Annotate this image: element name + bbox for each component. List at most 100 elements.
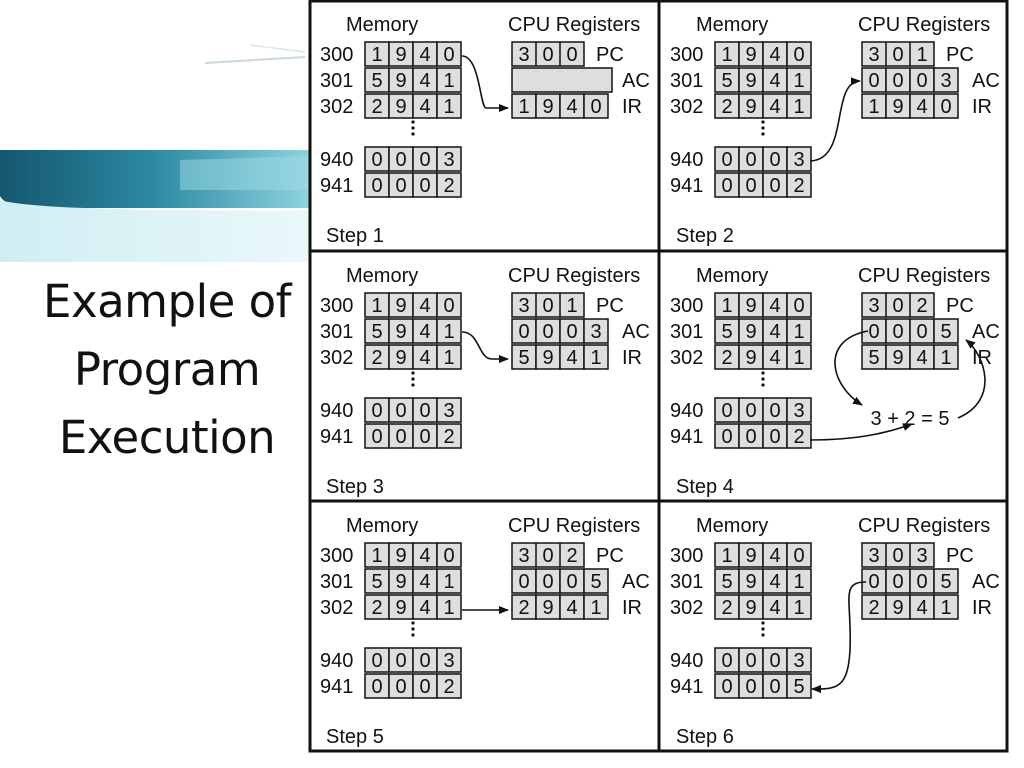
memory-word-cell xyxy=(714,542,740,568)
register-ac-cell xyxy=(909,67,935,93)
register-ir-digit: 9 xyxy=(542,347,553,369)
memory-word-cell xyxy=(762,318,788,344)
memory-word-cell xyxy=(436,146,462,172)
memory-word-digit: 3 xyxy=(443,400,454,422)
register-ir-cell xyxy=(861,93,887,119)
memory-word-cell xyxy=(412,542,438,568)
memory-address: 300 xyxy=(320,545,353,567)
register-label-ir: IR xyxy=(622,96,642,118)
register-ir-digit: 9 xyxy=(892,347,903,369)
register-ir-cell xyxy=(909,93,935,119)
memory-word-cell xyxy=(786,673,812,699)
memory-word-digit: 9 xyxy=(745,321,756,343)
memory-word-digit: 0 xyxy=(793,545,804,567)
memory-word-digit: 0 xyxy=(443,44,454,66)
memory-word-cell xyxy=(436,423,462,449)
memory-word-digit: 0 xyxy=(419,650,430,672)
ellipsis-dot xyxy=(761,633,765,637)
memory-address: 940 xyxy=(670,149,703,171)
memory-word-cell xyxy=(436,542,462,568)
memory-word-digit: 1 xyxy=(443,571,454,593)
memory-word-digit: 0 xyxy=(769,149,780,171)
memory-word-digit: 0 xyxy=(371,676,382,698)
memory-word-digit: 9 xyxy=(745,295,756,317)
register-ac-cell xyxy=(933,568,959,594)
memory-word-cell xyxy=(786,542,812,568)
memory-word-digit: 9 xyxy=(395,545,406,567)
register-ac-digit: 0 xyxy=(518,321,529,343)
register-ir-digit: 1 xyxy=(940,597,951,619)
memory-word-digit: 9 xyxy=(745,96,756,118)
arrow-step3-fetch xyxy=(461,331,509,363)
step-label: Step 1 xyxy=(326,225,384,247)
memory-word-cell xyxy=(762,673,788,699)
register-ir-digit: 4 xyxy=(566,347,577,369)
ellipsis-dot xyxy=(411,371,415,375)
ellipsis-dot xyxy=(761,383,765,387)
memory-word-cell xyxy=(762,647,788,673)
memory-word-digit: 0 xyxy=(419,175,430,197)
register-ir-digit: 9 xyxy=(892,597,903,619)
memory-word-digit: 4 xyxy=(769,44,780,66)
memory-word-cell xyxy=(786,647,812,673)
ellipsis-dot xyxy=(411,126,415,130)
register-ir-cell xyxy=(583,93,609,119)
memory-word-digit: 3 xyxy=(443,650,454,672)
memory-word-digit: 4 xyxy=(769,545,780,567)
memory-word-digit: 2 xyxy=(793,426,804,448)
memory-word-cell xyxy=(412,41,438,67)
register-label-ir: IR xyxy=(622,597,642,619)
memory-word-digit: 4 xyxy=(419,70,430,92)
register-ac-digit: 3 xyxy=(590,321,601,343)
cpu-registers-header: CPU Registers xyxy=(858,14,990,36)
ellipsis-dot xyxy=(761,371,765,375)
memory-word-digit: 1 xyxy=(793,347,804,369)
memory-address: 302 xyxy=(320,597,353,619)
register-ac-cell xyxy=(511,568,537,594)
memory-address: 301 xyxy=(670,70,703,92)
memory-address: 940 xyxy=(670,400,703,422)
register-ac-digit: 0 xyxy=(892,70,903,92)
register-pc-digit: 0 xyxy=(892,295,903,317)
memory-word-cell xyxy=(388,673,414,699)
memory-word-digit: 1 xyxy=(443,321,454,343)
step-label: Step 6 xyxy=(676,726,734,748)
ellipsis-dot xyxy=(761,377,765,381)
memory-word-cell xyxy=(738,568,764,594)
memory-word-digit: 1 xyxy=(443,96,454,118)
memory-word-cell xyxy=(738,594,764,620)
register-ac-cell xyxy=(933,67,959,93)
memory-word-digit: 0 xyxy=(419,426,430,448)
register-ir-digit: 4 xyxy=(566,597,577,619)
memory-word-cell xyxy=(364,93,390,119)
register-pc-digit: 1 xyxy=(916,44,927,66)
memory-word-digit: 0 xyxy=(721,676,732,698)
register-ac-digit: 0 xyxy=(916,70,927,92)
register-label-ac: AC xyxy=(972,321,1000,343)
memory-address: 301 xyxy=(670,321,703,343)
register-ir-cell xyxy=(909,594,935,620)
memory-word-digit: 4 xyxy=(769,571,780,593)
memory-word-digit: 0 xyxy=(371,400,382,422)
register-ir-digit: 5 xyxy=(868,347,879,369)
memory-word-digit: 0 xyxy=(395,676,406,698)
memory-word-cell xyxy=(388,397,414,423)
cpu-registers-header: CPU Registers xyxy=(508,14,640,36)
memory-word-digit: 3 xyxy=(793,149,804,171)
memory-word-cell xyxy=(388,594,414,620)
memory-address: 940 xyxy=(320,400,353,422)
memory-word-digit: 0 xyxy=(793,44,804,66)
title-line-3: Execution xyxy=(58,411,276,464)
register-pc-digit: 3 xyxy=(916,545,927,567)
memory-word-cell xyxy=(738,41,764,67)
memory-address: 941 xyxy=(670,676,703,698)
ellipsis-dot xyxy=(761,132,765,136)
register-ac-digit: 0 xyxy=(542,321,553,343)
memory-word-cell xyxy=(714,41,740,67)
memory-word-cell xyxy=(412,93,438,119)
memory-address: 941 xyxy=(670,426,703,448)
register-ac-digit: 0 xyxy=(868,70,879,92)
arrow-step2-load xyxy=(809,77,861,162)
memory-word-digit: 9 xyxy=(395,96,406,118)
